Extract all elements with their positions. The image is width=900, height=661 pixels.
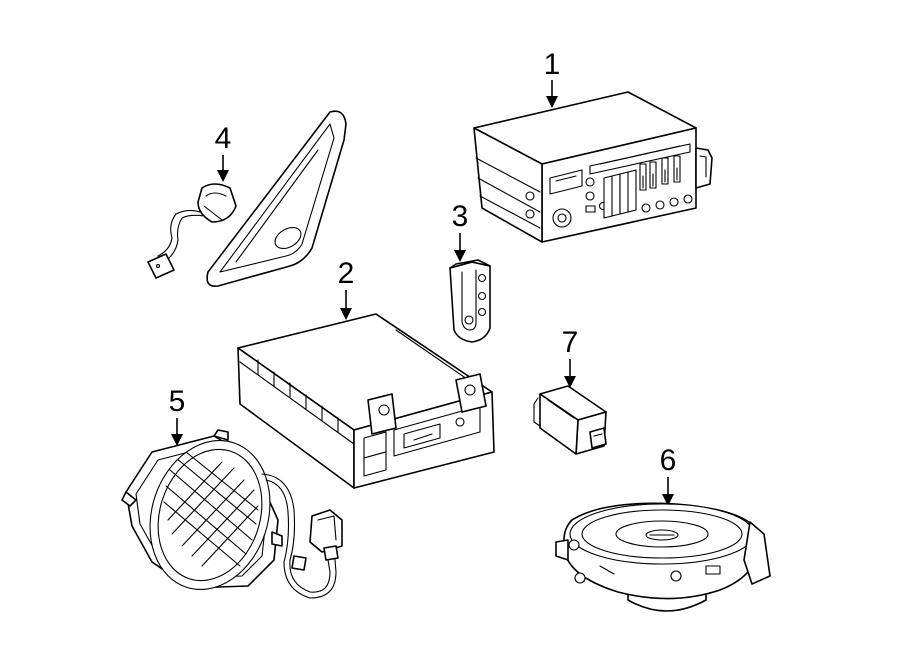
callout-7-arrowhead xyxy=(564,376,576,388)
callout-1-arrowhead xyxy=(546,96,558,108)
callout-3-arrowhead xyxy=(454,250,466,262)
callout-3-label: 3 xyxy=(452,200,469,233)
callout-5-label: 5 xyxy=(169,385,186,418)
amplifier-module: 7 xyxy=(533,326,607,455)
callout-2-arrowhead xyxy=(340,308,352,320)
cd-changer: 2 xyxy=(237,257,495,489)
callout-5-arrowhead xyxy=(171,434,183,446)
callout-2-label: 2 xyxy=(338,257,355,290)
radio-receiver: 1 xyxy=(473,48,713,243)
rear-speaker: 5 xyxy=(121,385,343,599)
callout-7-label: 7 xyxy=(562,326,579,359)
callout-6-label: 6 xyxy=(660,444,677,477)
callout-6-arrowhead xyxy=(662,494,674,506)
front-speaker: 6 xyxy=(555,444,771,612)
callout-4-arrowhead xyxy=(217,170,229,182)
callout-4-label: 4 xyxy=(215,122,232,155)
mounting-bracket: 3 xyxy=(449,200,491,343)
callout-1-label: 1 xyxy=(544,48,561,81)
tweeter: 4 xyxy=(147,110,347,288)
